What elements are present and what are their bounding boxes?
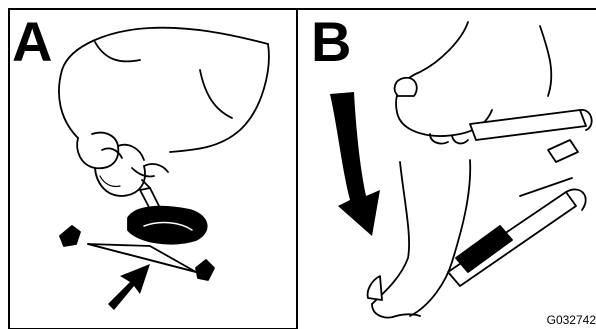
- panel-b-down-arrow: [330, 92, 380, 236]
- panel-letter-b: B: [311, 14, 351, 70]
- panel-b-illustration: [368, 22, 592, 318]
- figure-code: G032742: [547, 313, 596, 327]
- latch-slot: [128, 207, 207, 244]
- panel-letter-a: A: [12, 14, 52, 70]
- right-clip: [196, 260, 214, 280]
- panel-a-push-arrow: [108, 264, 150, 310]
- panel-a-illustration: [59, 28, 269, 280]
- left-clip: [60, 226, 80, 246]
- upper-handle: [470, 110, 586, 140]
- hand-outline: [62, 28, 268, 70]
